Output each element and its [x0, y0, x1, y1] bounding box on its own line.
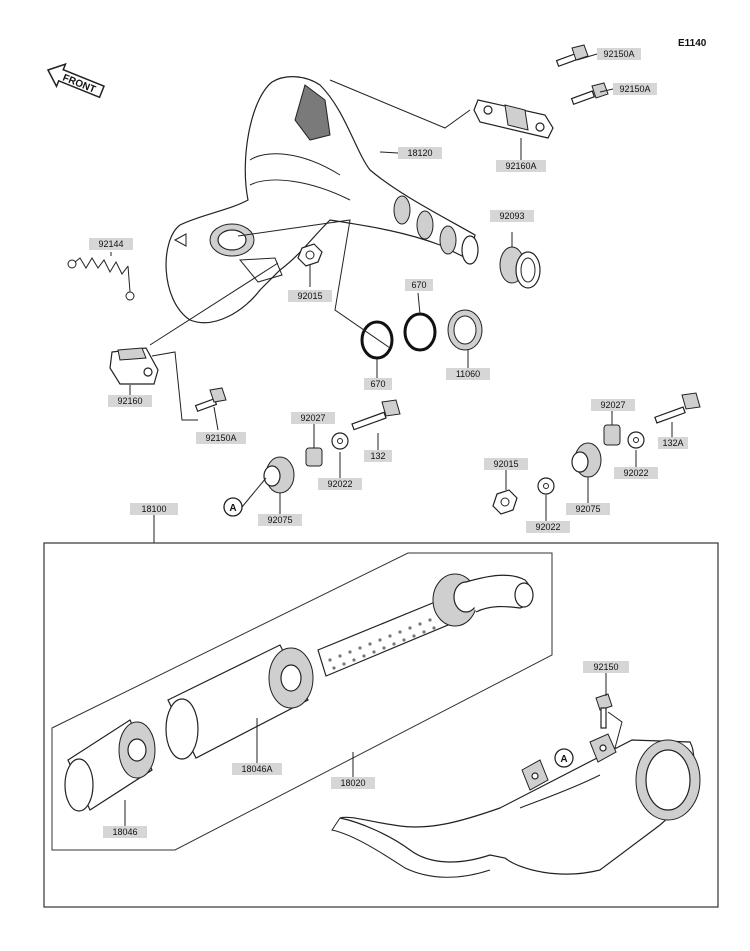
- svg-text:92015: 92015: [297, 291, 322, 301]
- part-label-92022-left: 92022: [318, 478, 362, 490]
- svg-text:18100: 18100: [141, 504, 166, 514]
- svg-text:92075: 92075: [267, 515, 292, 525]
- svg-text:92027: 92027: [600, 400, 625, 410]
- svg-text:92160A: 92160A: [505, 161, 536, 171]
- svg-text:92022: 92022: [623, 468, 648, 478]
- part-label-132: 132: [364, 450, 392, 462]
- part-label-18120: 18120: [398, 147, 442, 159]
- nut-92015-left: [297, 243, 323, 267]
- part-label-132A: 132A: [658, 437, 688, 449]
- svg-text:92150: 92150: [593, 662, 618, 672]
- svg-text:18120: 18120: [407, 148, 432, 158]
- svg-text:670: 670: [370, 379, 385, 389]
- part-label-92015-right: 92015: [484, 458, 528, 470]
- svg-text:92022: 92022: [327, 479, 352, 489]
- muffler-body: [331, 733, 701, 878]
- packing-18046A: [165, 644, 314, 760]
- bolt-92150A-mid: [570, 82, 609, 106]
- part-label-92022-right-bottom: 92022: [526, 521, 570, 533]
- bolt-132A: [654, 392, 701, 424]
- part-label-18020: 18020: [331, 777, 375, 789]
- svg-text:92027: 92027: [300, 413, 325, 423]
- exhaust-pipe-chamber: [165, 76, 479, 324]
- svg-text:A: A: [560, 754, 567, 765]
- washer-92022-left: [331, 432, 349, 450]
- collar-92093: [499, 246, 541, 289]
- part-label-92150A-left: 92150A: [196, 432, 246, 444]
- o-ring-670-right: [403, 312, 437, 352]
- diagram-code: E1140: [678, 38, 707, 49]
- svg-text:670: 670: [411, 280, 426, 290]
- part-label-92093: 92093: [490, 210, 534, 222]
- svg-text:18046: 18046: [112, 827, 137, 837]
- leader-lines-lower: [124, 673, 623, 826]
- grommet-92075-right: [571, 442, 602, 478]
- svg-text:92093: 92093: [499, 211, 524, 221]
- svg-text:92150A: 92150A: [603, 49, 634, 59]
- packing-18046: [64, 719, 156, 812]
- gasket-11060: [447, 309, 483, 351]
- part-label-92015-left: 92015: [288, 290, 332, 302]
- bolt-92150A-top: [555, 44, 589, 68]
- assembly-18100-frame: [43, 542, 719, 908]
- part-label-92075-left: 92075: [258, 514, 302, 526]
- svg-text:11060: 11060: [456, 369, 480, 379]
- grommet-92075-left: [263, 456, 295, 494]
- bracket-92160A: [473, 99, 554, 139]
- bolt-92150: [595, 693, 613, 729]
- svg-text:132: 132: [370, 451, 385, 461]
- part-label-11060: 11060: [446, 368, 490, 380]
- nut-92015-right: [492, 489, 518, 515]
- svg-text:92015: 92015: [493, 459, 518, 469]
- o-ring-670-left: [360, 320, 394, 360]
- bracket-92160: [109, 347, 159, 385]
- perforated-pipe-18020: [317, 573, 534, 677]
- svg-text:92022: 92022: [535, 522, 560, 532]
- part-label-92027-right: 92027: [591, 399, 635, 411]
- collar-92027-right: [603, 424, 621, 446]
- part-label-18046: 18046: [103, 826, 147, 838]
- part-label-670-bottom: 670: [364, 378, 392, 390]
- spring-92144: [67, 257, 135, 301]
- svg-text:92160: 92160: [117, 396, 142, 406]
- bolt-132: [351, 399, 401, 431]
- part-label-92022-right-top: 92022: [614, 467, 658, 479]
- leader-lines-upper: [110, 53, 673, 521]
- part-label-670-top: 670: [405, 279, 433, 291]
- svg-text:A: A: [229, 503, 236, 514]
- part-label-92027-left: 92027: [291, 412, 335, 424]
- muffler-inner-outline: [51, 552, 553, 851]
- bolt-92150A-left: [194, 387, 227, 413]
- part-label-92075-right: 92075: [566, 503, 610, 515]
- part-label-92160A: 92160A: [496, 160, 546, 172]
- svg-text:18020: 18020: [340, 778, 365, 788]
- svg-text:18046A: 18046A: [241, 764, 272, 774]
- part-label-92160: 92160: [108, 395, 152, 407]
- front-arrow-icon: FRONT: [46, 62, 106, 99]
- washer-92022-right-bottom: [537, 477, 555, 495]
- part-label-92150A-top: 92150A: [597, 48, 641, 60]
- svg-text:92075: 92075: [575, 504, 600, 514]
- part-label-18046A: 18046A: [232, 763, 282, 775]
- part-label-92150: 92150: [583, 661, 629, 673]
- svg-text:92144: 92144: [98, 239, 123, 249]
- reference-marker-a-muffler: A: [554, 748, 574, 768]
- reference-marker-a: A: [223, 497, 243, 517]
- collar-92027-left: [305, 447, 323, 467]
- part-label-92150A-mid: 92150A: [613, 83, 657, 95]
- svg-text:92150A: 92150A: [619, 84, 650, 94]
- svg-text:92150A: 92150A: [205, 433, 236, 443]
- part-label-18100: 18100: [130, 503, 178, 515]
- part-label-92144: 92144: [89, 238, 133, 250]
- svg-text:132A: 132A: [662, 438, 683, 448]
- washer-92022-right-top: [627, 431, 645, 449]
